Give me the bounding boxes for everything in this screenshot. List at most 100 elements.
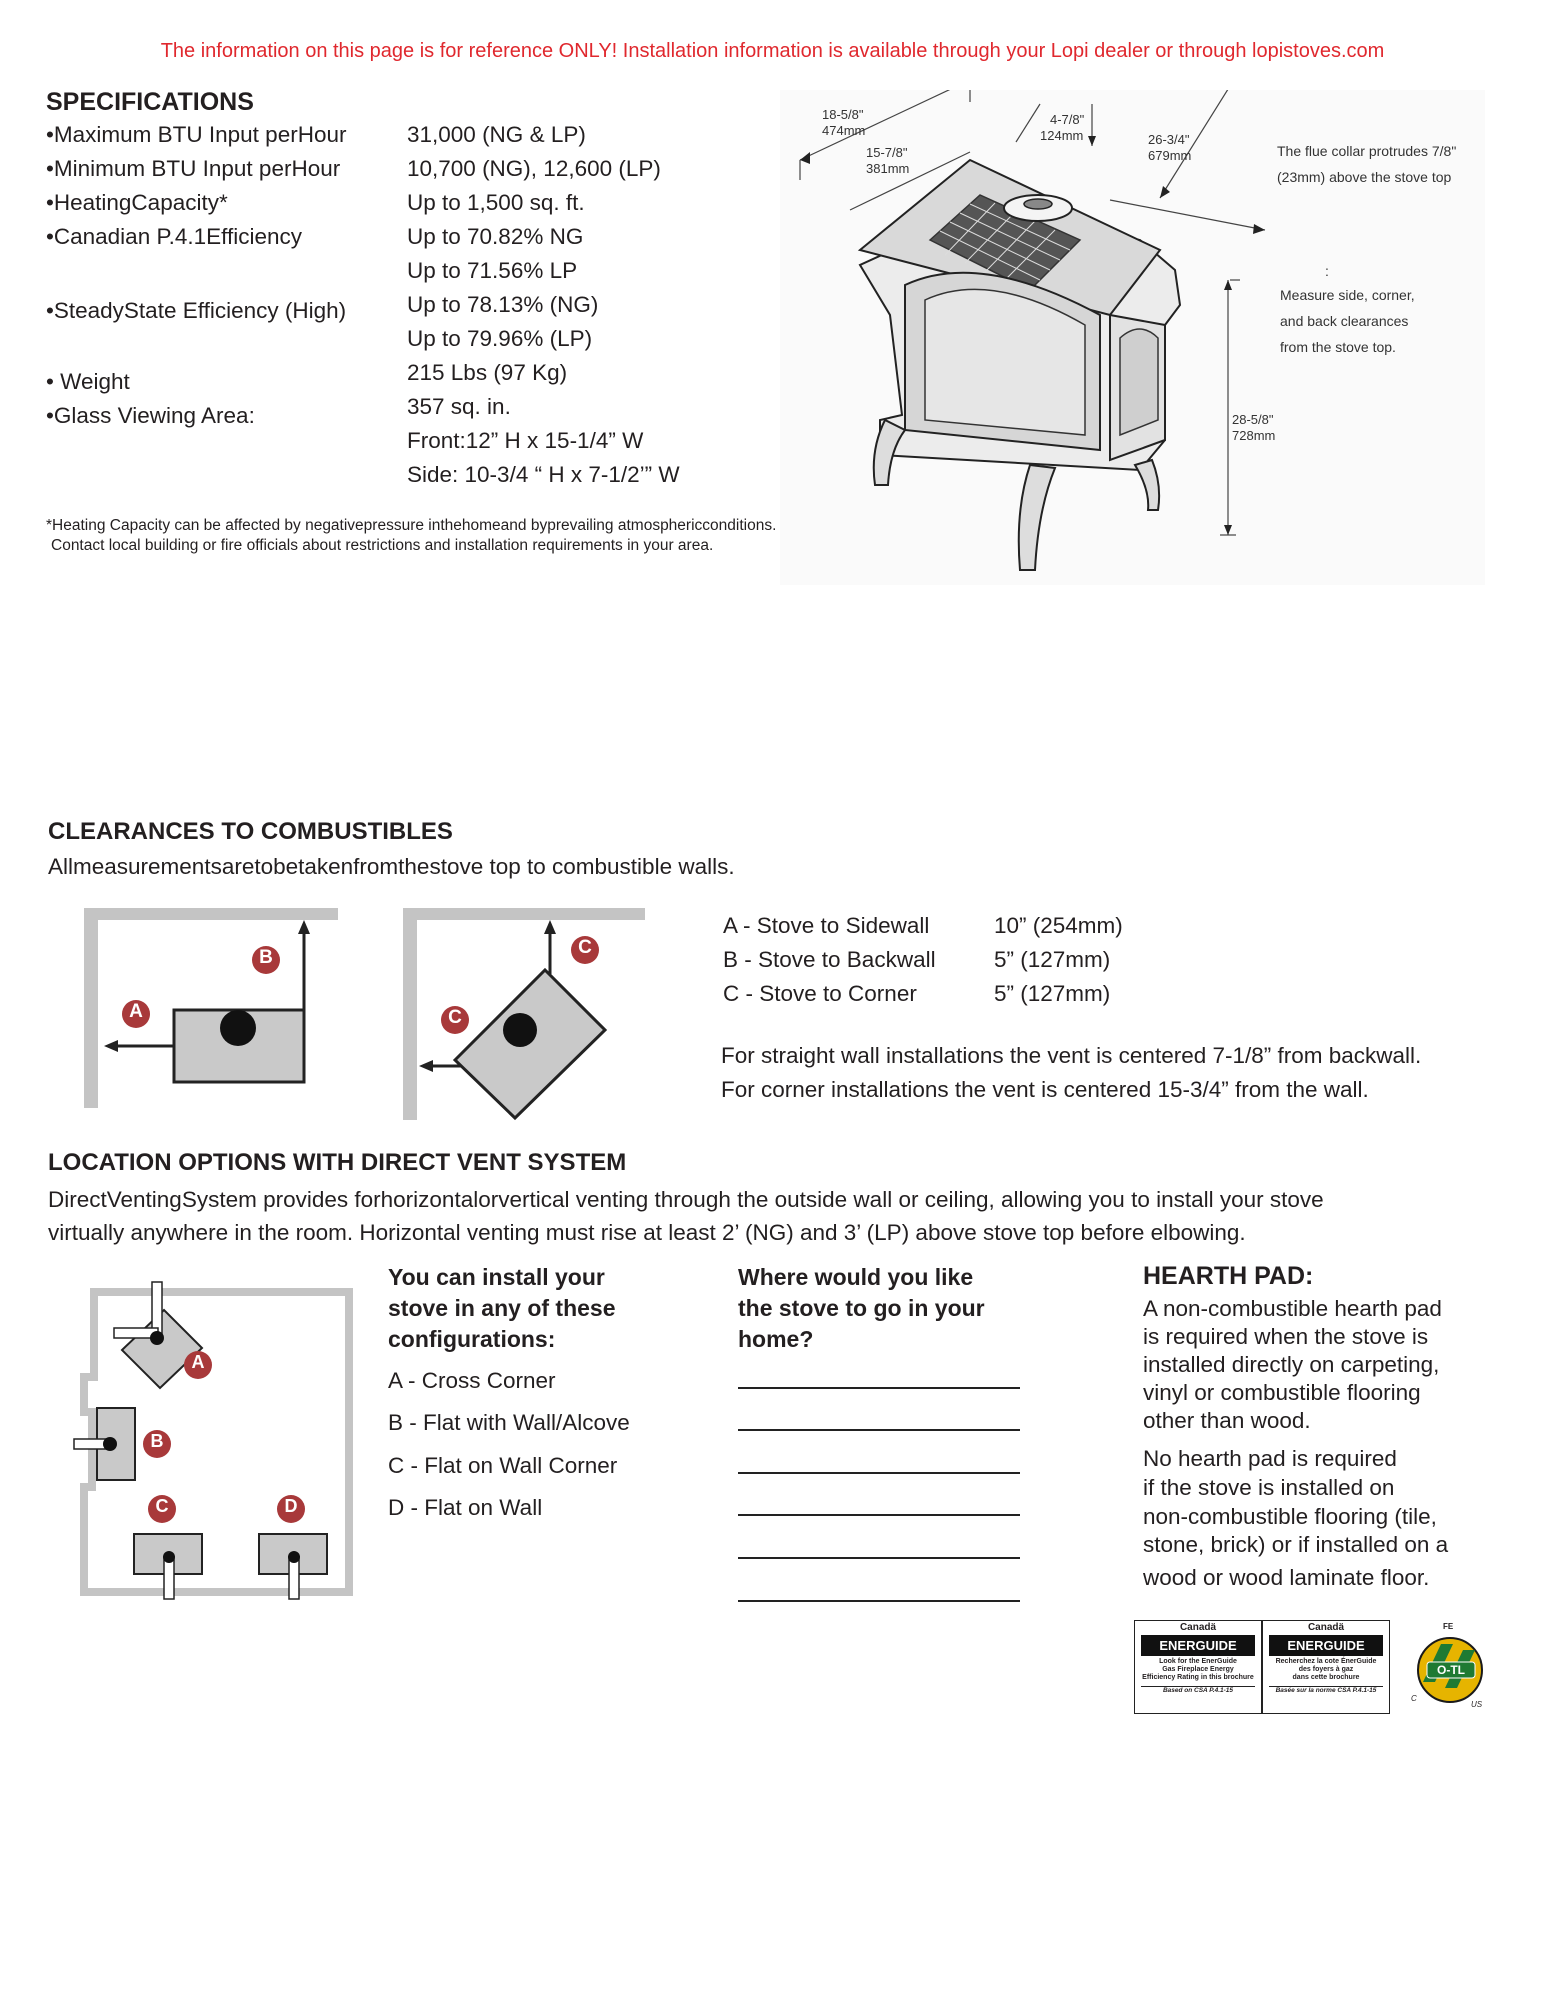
spec-value: 31,000 (NG & LP)	[407, 122, 586, 147]
marker-b: B	[259, 947, 273, 968]
otl-label: O-TL	[1437, 1663, 1465, 1677]
layout-marker-b: B	[150, 1431, 164, 1451]
spec-value: Up to 78.13% (NG)	[407, 292, 599, 317]
spec-value: Up to 70.82% NG	[407, 224, 584, 249]
badge-text: des foyers à gaz	[1298, 1666, 1354, 1673]
canada-wordmark: Canadä	[1179, 1622, 1217, 1633]
vent-note-corner: For corner installations the vent is cen…	[721, 1077, 1369, 1102]
spec-label-max-btu: •Maximum BTU Input perHour	[46, 122, 347, 147]
badge-text: Recherchez la cote ÉnerGuide	[1275, 1658, 1377, 1665]
vent-note-straight: For straight wall installations the vent…	[721, 1043, 1422, 1068]
answer-line[interactable]	[738, 1429, 1020, 1431]
where-title-line: Where would you like	[738, 1264, 974, 1290]
spec-value: Up to 71.56% LP	[407, 258, 578, 283]
energuide-badge-fr: Canadä ENERGUIDE Recherchez la cote Éner…	[1262, 1620, 1390, 1714]
answer-line[interactable]	[738, 1600, 1020, 1602]
config-item: C - Flat on Wall Corner	[388, 1453, 618, 1478]
layout-marker-a: A	[191, 1352, 205, 1372]
marker-c: C	[578, 937, 592, 958]
reference-notice: The information on this page is for refe…	[160, 40, 1385, 62]
where-title-line: home?	[738, 1326, 814, 1352]
location-title: LOCATION OPTIONS WITH DIRECT VENT SYSTEM	[48, 1149, 627, 1176]
flue-note-line-1: The flue collar protrudes 7/8"	[1277, 143, 1457, 159]
clearances-title: CLEARANCES TO COMBUSTIBLES	[48, 818, 453, 845]
spec-value: Up to 1,500 sq. ft.	[407, 190, 585, 215]
hearth-line: vinyl or combustible flooring	[1143, 1380, 1421, 1405]
stove-illustration	[799, 79, 1266, 571]
spec-value: 10,700 (NG), 12,600 (LP)	[407, 156, 661, 181]
spec-label-steady-state: •SteadyState Efficiency (High)	[46, 298, 347, 323]
hearth-title: HEARTH PAD:	[1143, 1262, 1314, 1290]
answer-line[interactable]	[738, 1514, 1020, 1516]
hearth-line: other than wood.	[1143, 1408, 1311, 1433]
where-title-line: the stove to go in your	[738, 1295, 985, 1321]
dim-flue-mm: 381mm	[866, 161, 910, 176]
spec-value: Up to 79.96% (LP)	[407, 326, 593, 351]
footnote-line-1: *Heating Capacity can be affected by neg…	[46, 517, 777, 534]
energuide-logo: ENERGUIDE	[1269, 1635, 1383, 1656]
layout-marker-c: C	[155, 1496, 169, 1516]
dim-width-mm: 679mm	[1148, 148, 1192, 163]
measure-note-line-3: from the stove top.	[1280, 339, 1396, 355]
badge-text: dans cette brochure	[1292, 1674, 1360, 1681]
clearance-label: B - Stove to Backwall	[723, 947, 936, 972]
spec-label-canadian-efficiency: •Canadian P.4.1Efficiency	[46, 224, 302, 249]
badge-text: Look for the EnerGuide	[1159, 1658, 1237, 1665]
spec-value: Front:12” H x 15-1/4” W	[407, 428, 644, 453]
answer-line[interactable]	[738, 1387, 1020, 1389]
clearance-value: 5” (127mm)	[994, 947, 1111, 972]
stove-dimension-diagram: 18-5/8" 474mm 15-7/8" 381mm 4-7/8" 124mm…	[780, 79, 1485, 585]
hearth-line: if the stove is installed on	[1143, 1475, 1395, 1500]
spec-label-heating-capacity: •HeatingCapacity*	[46, 190, 228, 215]
dim-collar-mm: 124mm	[1040, 128, 1084, 143]
otl-us: US	[1471, 1700, 1483, 1709]
config-title-line: configurations:	[388, 1326, 556, 1352]
badge-text: Gas Fireplace Energy	[1162, 1666, 1234, 1673]
config-item: D - Flat on Wall	[388, 1495, 543, 1520]
hearth-line: No hearth pad is required	[1143, 1446, 1397, 1471]
energuide-logo: ENERGUIDE	[1141, 1635, 1255, 1656]
dim-height-mm: 728mm	[1232, 428, 1276, 443]
spec-value: 215 Lbs (97 Kg)	[407, 360, 568, 385]
dim-collar-in: 4-7/8"	[1050, 112, 1085, 127]
badge-text: Efficiency Rating in this brochure	[1142, 1674, 1254, 1681]
location-intro-line-2: virtually anywhere in the room. Horizont…	[48, 1220, 1246, 1245]
dim-flue-in: 15-7/8"	[866, 145, 908, 160]
spec-label-min-btu: •Minimum BTU Input perHour	[46, 156, 341, 181]
layout-marker-d: D	[284, 1496, 298, 1516]
answer-line[interactable]	[738, 1472, 1020, 1474]
straight-wall-clearance-diagram: A B	[78, 900, 348, 1120]
otl-fe: FE	[1443, 1622, 1454, 1631]
measure-note-line-2: and back clearances	[1280, 313, 1409, 329]
badge-basis: Basée sur la norme CSA P.4.1-15	[1269, 1686, 1383, 1694]
config-title-line: stove in any of these	[388, 1295, 616, 1321]
measure-note-line-1: Measure side, corner,	[1280, 287, 1415, 303]
marker-c: C	[448, 1007, 462, 1028]
otl-c: C	[1411, 1694, 1417, 1703]
hearth-line: stone, brick) or if installed on a	[1143, 1532, 1449, 1557]
dim-depth-in: 18-5/8"	[822, 107, 864, 122]
note-colon: :	[1325, 263, 1329, 279]
marker-a: A	[129, 1001, 143, 1022]
clearance-label: A - Stove to Sidewall	[723, 913, 930, 938]
clearance-value: 5” (127mm)	[994, 981, 1111, 1006]
otl-certification-logo: O-TL FE C US	[1405, 1622, 1495, 1712]
dim-depth-mm: 474mm	[822, 123, 866, 138]
footnote-line-2: Contact local building or fire officials…	[51, 537, 714, 554]
specifications-title: SPECIFICATIONS	[46, 88, 254, 116]
hearth-line: wood or wood laminate floor.	[1143, 1565, 1430, 1590]
dim-height-in: 28-5/8"	[1232, 412, 1274, 427]
clearance-label: C - Stove to Corner	[723, 981, 917, 1006]
hearth-line: is required when the stove is	[1143, 1324, 1429, 1349]
location-intro-line-1: DirectVentingSystem provides forhorizont…	[48, 1187, 1324, 1212]
spec-label-weight: • Weight	[46, 369, 130, 394]
spec-label-glass-area: •Glass Viewing Area:	[46, 403, 255, 428]
canada-wordmark: Canadä	[1307, 1622, 1345, 1633]
clearance-value: 10” (254mm)	[994, 913, 1123, 938]
spec-value: 357 sq. in.	[407, 394, 511, 419]
corner-clearance-diagram: C C	[395, 900, 655, 1130]
config-item: A - Cross Corner	[388, 1368, 556, 1393]
config-item: B - Flat with Wall/Alcove	[388, 1410, 630, 1435]
hearth-line: installed directly on carpeting,	[1143, 1352, 1440, 1377]
answer-line[interactable]	[738, 1557, 1020, 1559]
